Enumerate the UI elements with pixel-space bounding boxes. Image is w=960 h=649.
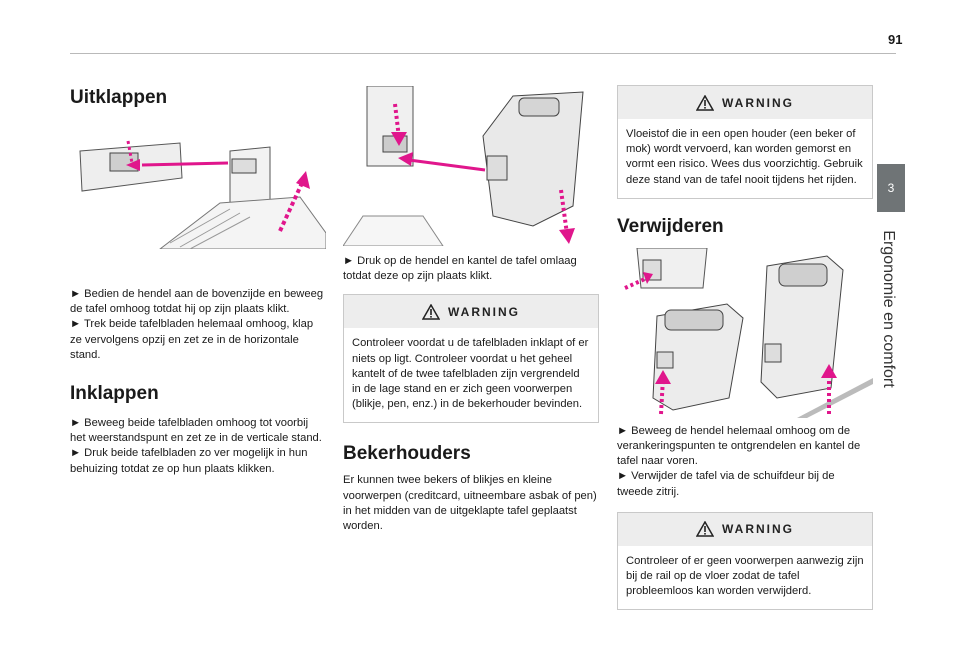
column-right: WARNING Vloeistof die in een open houder… [617, 80, 873, 611]
illustration-remove [617, 247, 873, 418]
warning-triangle-icon [696, 94, 714, 111]
warning-header: WARNING [618, 512, 872, 546]
remove-step-2: ► Verwijder de tafel via de schuifdeur b… [617, 470, 835, 498]
warning-box-liquid: WARNING Vloeistof die in een open houder… [617, 85, 873, 199]
warning-text: Controleer voordat u de tafelbladen inkl… [352, 337, 589, 411]
warning-title: WARNING [722, 522, 794, 537]
warning-title: WARNING [722, 95, 794, 110]
column-middle: ► Druk op de hendel en kantel de tafel o… [343, 80, 599, 534]
illustration-unfold [70, 123, 326, 249]
heading-bekerhouders: Bekerhouders [343, 443, 471, 465]
unfold-step-1: ► Bedien de hendel aan de bovenzijde en … [70, 288, 324, 316]
fold-step-2: ► Druk beide tafelbladen zo ver mogelijk… [70, 447, 308, 475]
fold-step-1: ► Beweeg beide tafelbladen omhoog tot vo… [70, 417, 322, 445]
warning-box-rail: WARNING Controleer of er geen voorwerpen… [617, 511, 873, 611]
cups-text: Er kunnen twee bekers of blikjes en klei… [343, 474, 597, 533]
chapter-title: Ergonomie en comfort [880, 230, 897, 388]
column-left: Uitklappen ► Bedien de hendel aan de bov… [70, 80, 326, 477]
heading-inklappen: Inklappen [70, 383, 159, 405]
illustration-tilt [343, 86, 599, 246]
unfold-step-2: ► Trek beide tafelbladen helemaal omhoog… [70, 318, 314, 361]
heading-verwijderen: Verwijderen [617, 215, 724, 237]
chapter-tab[interactable]: 3 [877, 164, 905, 212]
heading-uitklappen: Uitklappen [70, 87, 168, 108]
header-rule [70, 53, 896, 54]
tilt-step: ► Druk op de hendel en kantel de tafel o… [343, 255, 577, 283]
warning-text: Vloeistof die in een open houder (een be… [626, 128, 863, 186]
warning-triangle-icon [422, 303, 440, 320]
remove-step-1: ► Beweeg de hendel helemaal omhoog om de… [617, 424, 861, 468]
warning-box-tilt: WARNING Controleer voordat u de tafelbla… [343, 294, 599, 424]
warning-title: WARNING [448, 304, 520, 319]
warning-triangle-icon [696, 521, 714, 538]
page-number: 91 [888, 32, 903, 47]
warning-text: Controleer of er geen voorwerpen aanwezi… [626, 554, 864, 598]
warning-header: WARNING [344, 295, 598, 329]
warning-header: WARNING [618, 86, 872, 119]
